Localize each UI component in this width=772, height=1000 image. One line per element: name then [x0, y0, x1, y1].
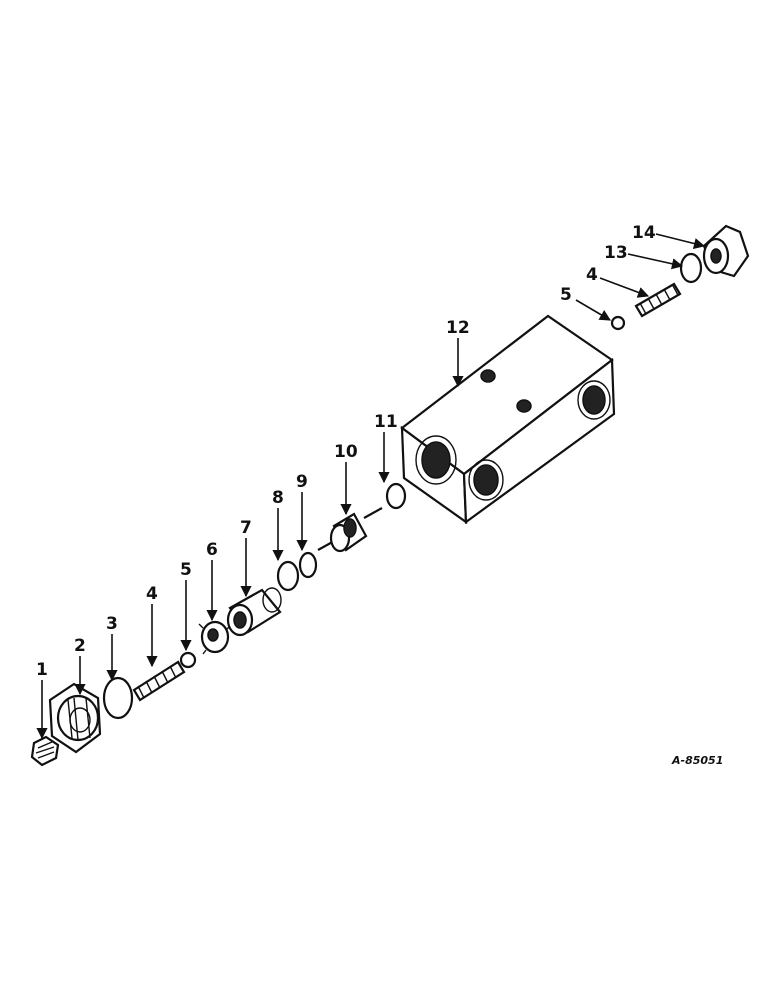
ring-part	[276, 560, 300, 592]
flanged-cap-part	[48, 682, 102, 754]
callout-4-right: 4	[586, 265, 598, 285]
end-plug-part	[702, 224, 750, 278]
sleeve-part	[226, 587, 282, 637]
spring-part-right	[634, 282, 682, 318]
ball-part	[179, 651, 197, 669]
callout-2: 2	[74, 636, 86, 656]
callout-13: 13	[604, 243, 628, 263]
callout-7: 7	[240, 518, 252, 538]
callout-4: 4	[146, 584, 158, 604]
callout-5: 5	[180, 560, 192, 580]
callout-14: 14	[632, 223, 656, 243]
callout-5-right: 5	[560, 285, 572, 305]
retaining-ring-part	[385, 482, 407, 510]
leader-5-right	[575, 299, 611, 321]
ball-part-right	[610, 315, 626, 331]
callout-9: 9	[296, 472, 308, 492]
leader-4-right	[599, 277, 650, 298]
leader-14	[655, 233, 706, 249]
plug-part	[30, 735, 60, 767]
callout-10: 10	[334, 442, 358, 462]
callout-6: 6	[206, 540, 218, 560]
o-ring-part	[102, 676, 134, 720]
spring-part	[132, 660, 186, 702]
callout-3: 3	[106, 614, 118, 634]
small-ring-part	[298, 551, 318, 579]
callout-11: 11	[374, 412, 398, 432]
callout-12: 12	[446, 318, 470, 338]
callout-8: 8	[272, 488, 284, 508]
leader-13	[627, 253, 684, 270]
o-ring-part-right	[679, 252, 703, 284]
valve-body-part	[400, 314, 616, 525]
callout-1: 1	[36, 660, 48, 680]
piston-part	[317, 507, 383, 553]
figure-number: A-85051	[671, 754, 723, 767]
seat-part	[198, 620, 231, 655]
